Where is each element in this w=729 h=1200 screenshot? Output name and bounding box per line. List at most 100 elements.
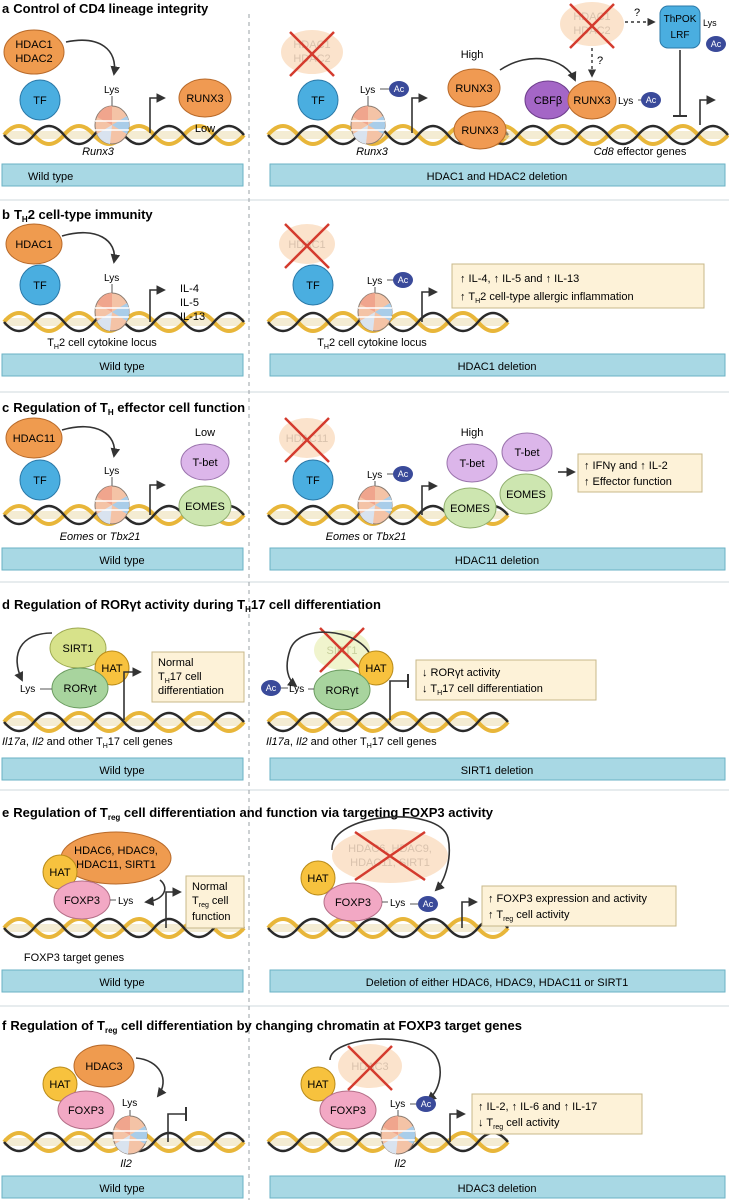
deacetylation-arrow bbox=[135, 1057, 167, 1098]
hdac3-label: HDAC3 bbox=[85, 1061, 122, 1073]
deletion-bar bbox=[269, 969, 726, 993]
hat-circle bbox=[42, 1066, 78, 1102]
tf-circle bbox=[19, 264, 61, 306]
deletion-bar bbox=[269, 353, 726, 377]
runx3-label: RUNX3 bbox=[461, 125, 498, 137]
deletion-bar-label: HDAC11 deletion bbox=[455, 555, 539, 567]
foxp3-label: FOXP3 bbox=[330, 1105, 366, 1117]
eomes-label: EOMES bbox=[506, 489, 546, 501]
deletion-bar-label: SIRT1 deletion bbox=[461, 765, 534, 777]
wild-type-label: Wild type bbox=[28, 171, 73, 183]
lys-label: Lys bbox=[390, 898, 405, 909]
rorgt-label: RORγt bbox=[326, 685, 359, 697]
deacetylation-arrow bbox=[14, 632, 53, 682]
wild-type-bar bbox=[1, 1175, 244, 1199]
hat-label: HAT bbox=[49, 1079, 70, 1091]
hdacs-faded-line-2: HDAC11, SIRT1 bbox=[350, 857, 430, 869]
hdac11-oval bbox=[5, 417, 63, 459]
dna-helix bbox=[266, 917, 510, 939]
lys-label: Lys bbox=[122, 1098, 137, 1109]
low-label: Low bbox=[195, 427, 215, 439]
outcome-line-2: ↓ TH17 cell differentiation bbox=[422, 683, 543, 697]
lrf-label: LRF bbox=[671, 30, 690, 41]
tf-circle bbox=[297, 79, 339, 121]
high-label: High bbox=[461, 427, 484, 439]
outcome-note bbox=[471, 1093, 643, 1135]
tf-circle bbox=[19, 459, 61, 501]
deletion-bar bbox=[269, 1175, 726, 1199]
il2-gene-label: Il2 bbox=[120, 1158, 132, 1170]
wild-type-label: Wild type bbox=[99, 1183, 144, 1195]
lys-label: Lys bbox=[289, 684, 304, 695]
outcome-line-2: Treg cell bbox=[192, 895, 228, 909]
tf-label: TF bbox=[33, 95, 47, 107]
runx3-oval bbox=[453, 110, 507, 150]
lys-label: Lys bbox=[367, 276, 382, 287]
transcription-arrow bbox=[123, 667, 142, 720]
nucleosome bbox=[112, 1115, 148, 1155]
tf-circle bbox=[292, 459, 334, 501]
lys-label: Lys bbox=[703, 18, 717, 28]
ac-label: Ac bbox=[421, 1099, 432, 1109]
hdacs-faded-line-1: HDAC6, HDAC9, bbox=[348, 843, 432, 855]
tf-label: TF bbox=[306, 475, 320, 487]
ac-label: Ac bbox=[646, 95, 657, 105]
outcome-line-3: function bbox=[192, 911, 231, 923]
ac-label: Ac bbox=[398, 275, 409, 285]
acetylation-arrow bbox=[329, 1038, 441, 1102]
thpok-label: ThPOK bbox=[664, 14, 697, 25]
deacetylation-arrow bbox=[61, 231, 121, 264]
low-label: Low bbox=[195, 123, 215, 135]
hat-label: HAT bbox=[365, 663, 386, 675]
dna-helix bbox=[486, 124, 729, 146]
wild-type-label: Wild type bbox=[99, 977, 144, 989]
hdac11-faded bbox=[279, 418, 335, 458]
transcription-arrow bbox=[149, 285, 166, 322]
outcome-line-1: ↑ IFNγ and ↑ IL-2 bbox=[584, 460, 668, 472]
acetyl-badge bbox=[393, 466, 413, 482]
outcome-note bbox=[151, 651, 245, 703]
hdac1-oval bbox=[5, 223, 63, 265]
tbet-label: T-bet bbox=[514, 447, 539, 459]
hdacs-line-1: HDAC6, HDAC9, bbox=[74, 845, 158, 857]
inhibited-transcription-line bbox=[167, 1113, 186, 1142]
hdac1-faded-label: HDAC1 bbox=[573, 11, 610, 23]
runx3-label: RUNX3 bbox=[455, 83, 492, 95]
foxp3-label: FOXP3 bbox=[68, 1105, 104, 1117]
eomes-oval bbox=[443, 487, 497, 529]
nucleosome bbox=[357, 292, 393, 332]
hat-label: HAT bbox=[307, 873, 328, 885]
lys-label: Lys bbox=[360, 85, 375, 96]
tf-label: TF bbox=[311, 95, 325, 107]
outcome-line-1: ↓ RORγt activity bbox=[422, 667, 501, 679]
hat-circle bbox=[300, 1066, 336, 1102]
tbet-oval bbox=[180, 443, 230, 481]
wild-type-bar bbox=[1, 969, 244, 993]
deletion-bar-label: HDAC3 deletion bbox=[458, 1183, 537, 1195]
outcome-note bbox=[481, 885, 677, 927]
ac-label: Ac bbox=[711, 39, 722, 49]
deletion-bar bbox=[269, 547, 726, 571]
eomes-label: EOMES bbox=[450, 503, 490, 515]
outcome-line-3: differentiation bbox=[158, 685, 224, 697]
outcome-line-1: Normal bbox=[158, 657, 193, 669]
runx3-label: RUNX3 bbox=[186, 93, 223, 105]
outcome-note bbox=[577, 453, 703, 493]
dna-helix bbox=[266, 711, 510, 733]
locus-label: TH2 cell cytokine locus bbox=[47, 337, 157, 351]
hdac1-hdac2-faded bbox=[281, 30, 343, 74]
ac-label: Ac bbox=[423, 899, 434, 909]
runx3-gene-label: Runx3 bbox=[356, 146, 389, 158]
acetyl-badge bbox=[641, 92, 661, 108]
gene-label: Eomes or Tbx21 bbox=[60, 531, 141, 543]
lys-label: Lys bbox=[390, 1099, 405, 1110]
outcome-note bbox=[185, 875, 245, 929]
hat-circle bbox=[300, 860, 336, 896]
deacetylation-arrow bbox=[65, 39, 120, 76]
